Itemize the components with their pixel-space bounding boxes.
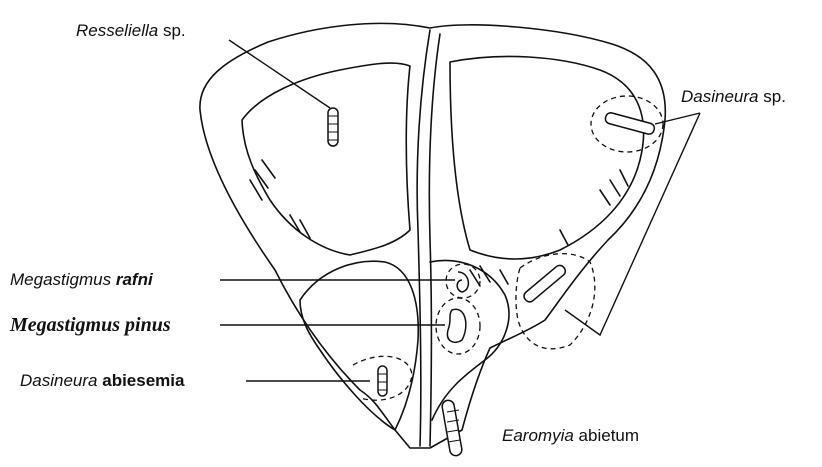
pinus-larva — [447, 309, 465, 342]
earomyia-larva — [441, 399, 463, 456]
abiesemia-larva — [378, 366, 387, 396]
label-dasineura-sp: Dasineura sp. — [681, 88, 786, 105]
rafni-larva — [457, 272, 468, 292]
dasineura-sp-larva — [604, 112, 655, 136]
central-groove — [417, 30, 430, 446]
megastigmus-pinus-species: pinus — [125, 314, 171, 336]
right-seed-wing — [450, 56, 644, 259]
megastigmus-rafni-genus: Megastigmus — [10, 270, 111, 289]
earomyia-abietum-species: abietum — [579, 426, 639, 445]
scale-outline — [200, 23, 665, 448]
right-seed — [430, 260, 509, 420]
leader-dasineura-sp-upper — [655, 113, 700, 124]
rafni-enclosure — [446, 264, 480, 298]
earomyia-abietum-genus: Earomyia — [502, 426, 574, 445]
left-seed — [300, 261, 418, 430]
dasineura-abiesemia-species: abiesemia — [102, 371, 184, 390]
dasineura-sp-genus: Dasineura — [681, 87, 759, 106]
megastigmus-pinus-genus: Megastigmus — [10, 314, 120, 336]
leader-dasineura-sp-lower — [565, 113, 700, 335]
resseliella-genus: Resseliella — [76, 21, 158, 40]
dasineura-abiesemia-genus: Dasineura — [20, 371, 98, 390]
label-resseliella: Resseliella sp. — [76, 22, 186, 39]
leader-resseliella — [229, 40, 330, 108]
dasineura-sp-species: sp. — [763, 87, 786, 106]
left-seed-wing — [242, 63, 410, 255]
label-earomyia-abietum: Earomyia abietum — [502, 427, 639, 444]
label-megastigmus-pinus: Megastigmus pinus — [10, 315, 171, 335]
resseliella-species: sp. — [163, 21, 186, 40]
label-megastigmus-rafni: Megastigmus rafni — [10, 271, 153, 288]
label-dasineura-abiesemia: Dasineura abiesemia — [20, 372, 184, 389]
megastigmus-rafni-species: rafni — [116, 270, 153, 289]
